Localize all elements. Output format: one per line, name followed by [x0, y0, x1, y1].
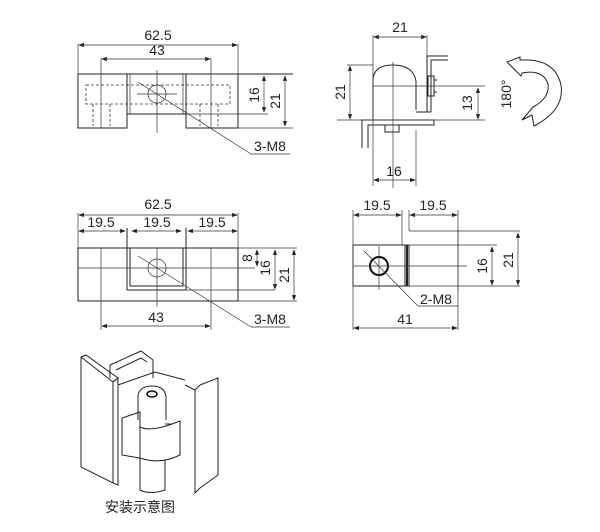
dim-43: 43: [149, 42, 165, 58]
top-right-view: 21 21 13 16 180°: [332, 19, 562, 188]
dim-16: 16: [474, 258, 490, 274]
top-left-view: 62.5 43 16 21 3-M8: [77, 27, 293, 155]
callout-2-m8: 2-M8: [420, 291, 452, 307]
isometric-caption: 安装示意图: [105, 499, 175, 516]
dim-43: 43: [148, 309, 164, 325]
dim-41: 41: [397, 311, 413, 327]
rotation-label: 180°: [498, 80, 514, 109]
dim-21: 21: [276, 267, 292, 283]
dim-21-height: 21: [332, 84, 348, 100]
dim-16: 16: [257, 260, 273, 276]
mid-left-view: 62.5 19.5 19.5 19.5 43 8 16 21 3-M8: [77, 196, 297, 330]
callout-3-m8: 3-M8: [254, 311, 286, 327]
dim-16-base: 16: [386, 163, 402, 179]
dim-16: 16: [246, 87, 262, 103]
dim-21-width: 21: [392, 19, 408, 35]
isometric-view: [80, 350, 219, 495]
mid-right-view: 19.5 19.5 41 16 21 2-M8: [352, 197, 521, 331]
dim-62-5: 62.5: [144, 196, 171, 212]
dim-8: 8: [239, 254, 255, 262]
callout-3-m8: 3-M8: [254, 138, 286, 154]
dim-19-5-b: 19.5: [419, 197, 446, 213]
dim-62-5: 62.5: [144, 27, 171, 43]
dim-19-5-b: 19.5: [143, 214, 170, 230]
rotation-arrow-icon: [506, 56, 562, 127]
dim-21: 21: [267, 93, 283, 109]
dim-19-5-a: 19.5: [363, 197, 390, 213]
dim-19-5-a: 19.5: [87, 214, 114, 230]
dim-19-5-c: 19.5: [198, 214, 225, 230]
dim-13: 13: [459, 95, 475, 111]
dim-21: 21: [500, 252, 516, 268]
